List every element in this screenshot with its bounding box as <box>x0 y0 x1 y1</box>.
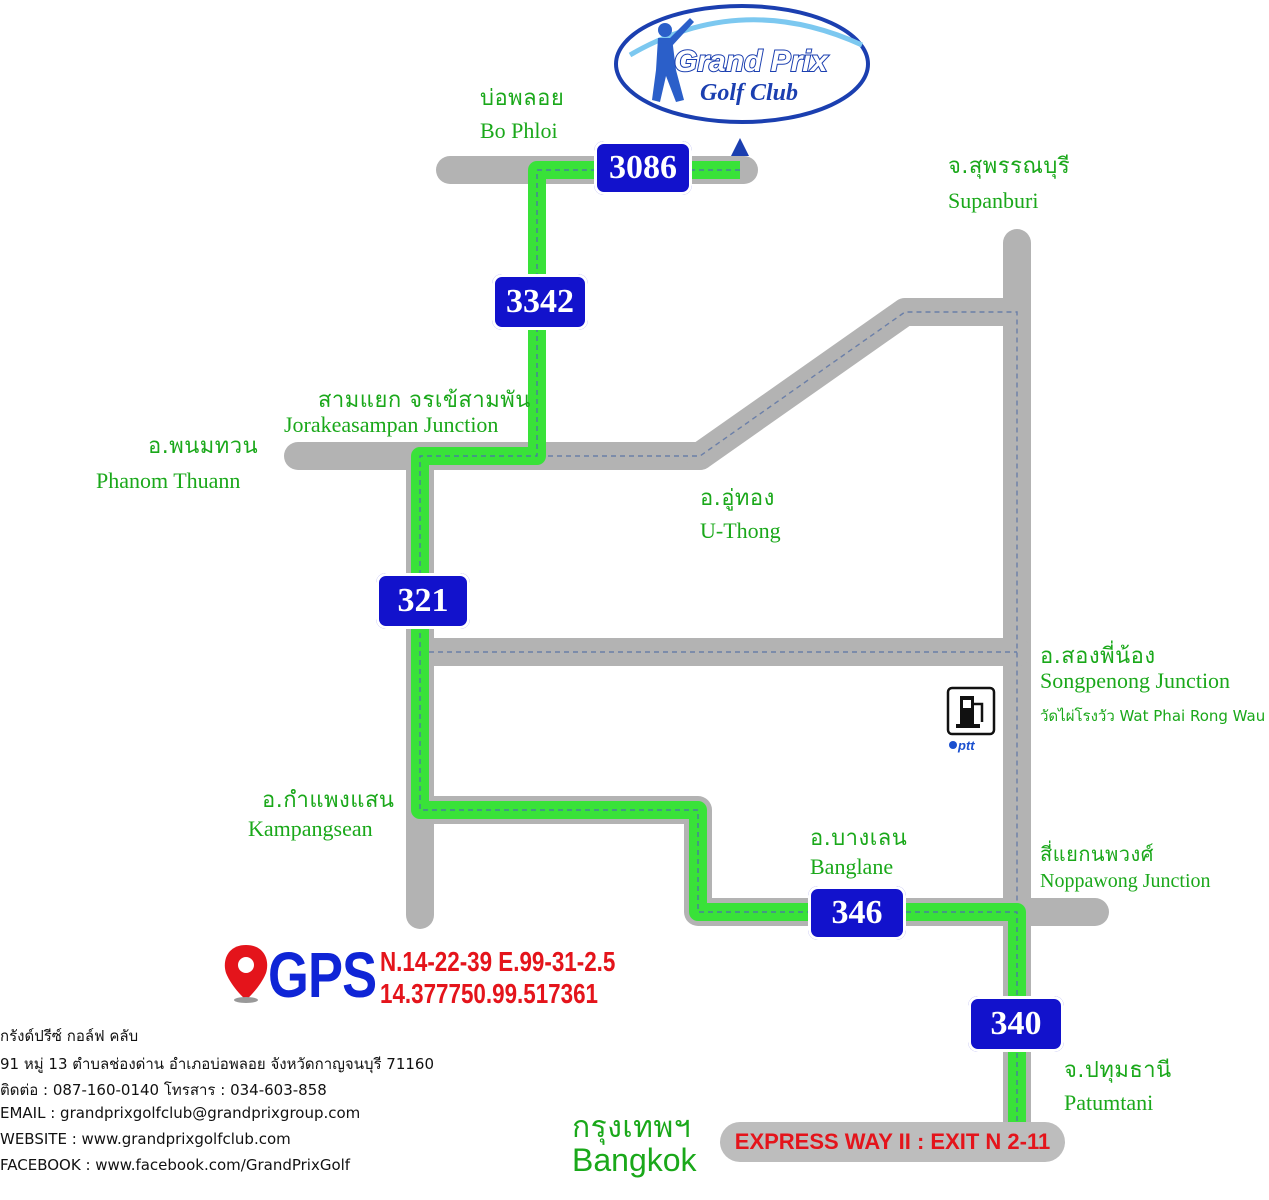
info-name: กรังด์ปรีซ์ กอล์ฟ คลับ <box>0 1027 139 1045</box>
route-badge-346: 346 <box>808 886 906 940</box>
road-uthong-diagonal <box>686 298 1031 470</box>
route-badge-321: 321 <box>376 573 470 629</box>
logo-subtitle: Golf Club <box>700 80 799 106</box>
golfer-icon <box>652 18 694 102</box>
road-346 <box>406 796 1109 926</box>
info-email: EMAIL : grandprixgolfclub@grandprixgroup… <box>0 1104 361 1122</box>
info-website: WEBSITE : www.grandprixgolfclub.com <box>0 1130 291 1148</box>
map-pin-icon <box>224 945 268 1003</box>
label-noppawong-th: สี่แยกนพวงศ์ <box>1040 842 1154 866</box>
expressway-sign: EXPRESS WAY II : EXIT N 2-11 <box>720 1122 1065 1162</box>
label-supanburi-en: Supanburi <box>948 188 1039 213</box>
label-patumtani-th: จ.ปทุมธานี <box>1064 1058 1172 1083</box>
label-supanburi-th: จ.สุพรรณบุรี <box>948 154 1071 179</box>
label-banglane-th: อ.บางเลน <box>810 826 908 851</box>
label-bangkok-en: Bangkok <box>572 1142 697 1178</box>
label-noppawong-en: Noppawong Junction <box>1040 870 1211 892</box>
label-bophloi-th: บ่อพลอย <box>480 86 565 111</box>
info-contact: ติดต่อ : 087-160-0140 โทรสาร : 034-603-8… <box>0 1081 327 1099</box>
gps-coord-dms: N.14-22-39 E.99-31-2.5 <box>380 946 616 977</box>
label-patumtani-en: Patumtani <box>1064 1090 1154 1115</box>
route-badge-3086: 3086 <box>594 141 692 195</box>
label-bangkok-th: กรุงเทพฯ <box>572 1110 692 1145</box>
label-uthong-en: U-Thong <box>700 518 781 543</box>
logo-title: Grand Prix <box>673 44 828 79</box>
label-songpenong-en: Songpenong Junction <box>1040 668 1231 693</box>
label-jorakeasampan-en: Jorakeasampan Junction <box>284 412 499 437</box>
label-songpenong-th: อ.สองพี่น้อง <box>1040 644 1156 669</box>
label-banglane-en: Banglane <box>810 854 894 879</box>
label-kampangsean-th: อ.กำแพงแสน <box>262 788 395 813</box>
info-address: 91 หมู่ 13 ตำบลช่องด่าน อำเภอบ่อพลอย จัง… <box>0 1055 435 1073</box>
destination-arrow-icon <box>731 138 749 156</box>
label-bophloi-en: Bo Phloi <box>480 118 558 143</box>
label-wat-phai-rong-wau: วัดไผ่โรงวัว Wat Phai Rong Wau <box>1040 707 1266 725</box>
label-jorakeasampan-th: สามแยก จรเข้สามพัน <box>318 388 531 413</box>
ptt-label: ptt <box>958 738 975 753</box>
label-uthong-th: อ.อู่ทอง <box>700 486 775 511</box>
label-kampangsean-en: Kampangsean <box>248 816 373 841</box>
route-badge-3342: 3342 <box>492 274 588 330</box>
route-badge-340: 340 <box>968 996 1064 1052</box>
label-phanom-th: อ.พนมทวน <box>148 434 259 459</box>
info-facebook: FACEBOOK : www.facebook.com/GrandPrixGol… <box>0 1156 351 1174</box>
gas-station-icon <box>946 686 996 736</box>
gps-coord-decimal: 14.377750.99.517361 <box>380 978 598 1009</box>
label-phanom-en: Phanom Thuann <box>96 468 241 493</box>
gps-label: GPS <box>268 939 377 1011</box>
